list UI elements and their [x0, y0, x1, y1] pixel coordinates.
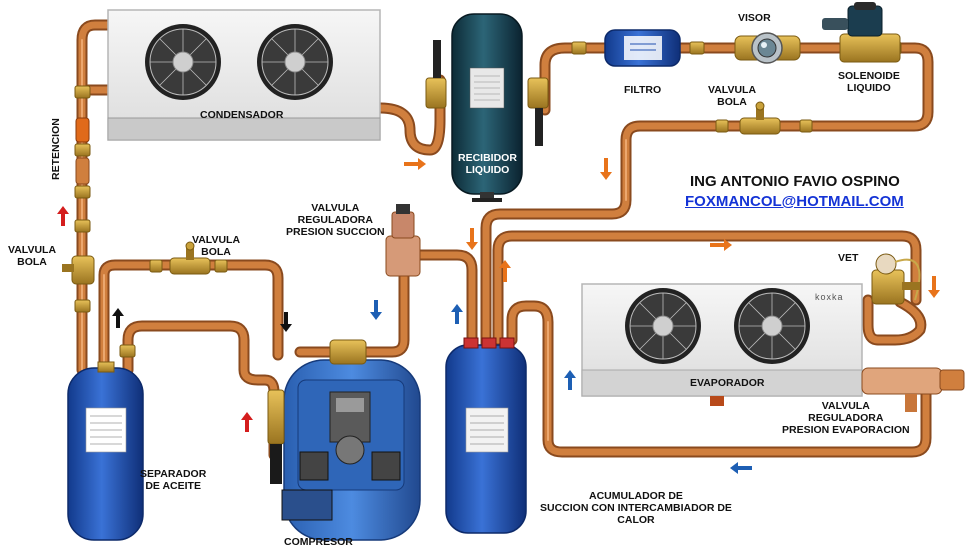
arrow-orange-down-riser: [466, 228, 478, 250]
label-reguladora-succion-line3: PRESION SUCCION: [286, 226, 385, 238]
label-separador-line2: DE ACEITE: [145, 480, 201, 492]
label-valvula-bola-left-line1: VALVULA: [8, 244, 57, 256]
label-solenoide-line2: LIQUIDO: [847, 82, 891, 94]
label-solenoide-line1: SOLENOIDE: [838, 70, 900, 82]
label-reguladora-succion: VALVULA REGULADORA PRESION SUCCION: [286, 202, 385, 238]
label-valvula-bola-left: VALVULA BOLA: [8, 244, 56, 268]
condenser-fan-left: [145, 24, 221, 100]
label-compresor: COMPRESOR: [284, 536, 353, 548]
label-recibidor-line1: RECIBIDOR: [458, 152, 517, 164]
arrow-blue-up-return: [564, 370, 576, 390]
label-separador: SEPARADOR DE ACEITE: [140, 468, 206, 492]
label-solenoide: SOLENOIDE LIQUIDO: [838, 70, 900, 94]
label-valvula-bola-top-line1: VALVULA: [708, 84, 757, 96]
author-email[interactable]: FOXMANCOL@HOTMAIL.COM: [685, 193, 904, 210]
ball-valve-oil-return: [169, 241, 211, 275]
label-recibidor: RECIBIDOR LIQUIDO: [458, 152, 517, 176]
sight-glass: [734, 32, 801, 64]
evaporator-brand: koxka: [815, 292, 844, 302]
label-condensador: CONDENSADOR: [200, 109, 284, 121]
condenser-fan-right: [257, 24, 333, 100]
label-reguladora-evaporacion-line3: PRESION EVAPORACION: [782, 424, 910, 436]
label-valvula-bola-left-line2: BOLA: [17, 256, 47, 268]
label-acumulador-line1: ACUMULADOR DE: [589, 490, 683, 502]
label-valvula-bola-top-line2: BOLA: [717, 96, 747, 108]
label-acumulador-line2: SUCCION CON INTERCAMBIADOR DE: [540, 502, 732, 514]
flow-arrows: [57, 158, 940, 474]
label-valvula-bola-mid-line2: BOLA: [201, 246, 231, 258]
label-reguladora-succion-line2: REGULADORA: [297, 214, 373, 226]
label-visor: VISOR: [738, 12, 771, 24]
expansion-valve: [871, 253, 921, 305]
label-reguladora-evaporacion: VALVULA REGULADORA PRESION EVAPORACION: [782, 400, 910, 436]
label-retencion: RETENCION: [50, 118, 62, 180]
arrow-blue-down-suction: [370, 300, 382, 320]
arrow-orange-right-evap-feed: [710, 239, 732, 251]
arrow-orange-right-condenser: [404, 158, 426, 170]
author-name: ING ANTONIO FAVIO OSPINO: [690, 173, 900, 190]
label-reguladora-evaporacion-line1: VALVULA: [821, 400, 870, 412]
label-acumulador-line3: CALOR: [617, 514, 655, 526]
evaporator-pressure-regulator: [861, 367, 965, 412]
ball-valve-discharge: [62, 255, 95, 285]
suction-pressure-regulator: [385, 204, 421, 277]
oil-separator: [67, 361, 144, 541]
evaporator-fan-right: [734, 288, 810, 364]
arrow-orange-up-riser: [499, 260, 511, 282]
filter-drier: [604, 29, 681, 67]
label-acumulador: ACUMULADOR DE SUCCION CON INTERCAMBIADOR…: [540, 490, 732, 526]
label-filtro: FILTRO: [624, 84, 662, 96]
compressor: [267, 339, 421, 541]
label-recibidor-line2: LIQUIDO: [465, 164, 510, 176]
arrow-red-up-discharge: [241, 412, 253, 432]
suction-accumulator: [445, 337, 527, 534]
evaporator-fan-left: [625, 288, 701, 364]
label-valvula-bola-mid-line1: VALVULA: [192, 234, 241, 246]
arrow-blue-left-return: [730, 462, 752, 474]
liquid-receiver: [425, 13, 549, 202]
solenoid-valve: [822, 2, 901, 63]
label-vet: VET: [838, 252, 859, 264]
label-reguladora-succion-line1: VALVULA: [311, 202, 360, 214]
label-separador-line1: SEPARADOR: [140, 468, 207, 480]
label-valvula-bola-top: VALVULA BOLA: [708, 84, 756, 108]
arrow-orange-down-vet: [928, 276, 940, 298]
check-valve: [75, 117, 90, 185]
arrow-blue-up-accumulator: [451, 304, 463, 324]
arrow-black-up-oil: [112, 308, 124, 328]
label-valvula-bola-mid: VALVULA BOLA: [192, 234, 240, 258]
label-evaporador: EVAPORADOR: [690, 377, 765, 389]
arrow-black-down-oil: [280, 312, 292, 332]
arrow-orange-down-liquid: [600, 158, 612, 180]
ball-valve-liquid-line: [739, 101, 781, 135]
arrow-red-up-retention: [57, 206, 69, 226]
condenser-unit: [107, 9, 381, 141]
label-reguladora-evaporacion-line2: REGULADORA: [808, 412, 884, 424]
